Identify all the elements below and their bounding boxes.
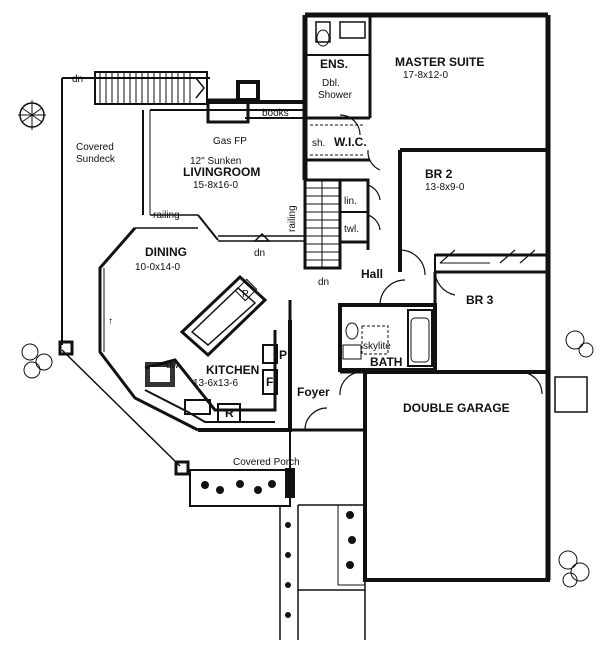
room-labels: MASTER SUITE 17-8x12-0 ENS. Dbl. Shower … [72, 55, 510, 468]
living-sunken-label: 12" Sunken [190, 156, 241, 167]
bath-label: BATH [370, 355, 402, 369]
br2-label: BR 2 [425, 167, 453, 181]
wic-label: W.I.C. [334, 135, 367, 149]
dining-label: DINING [145, 245, 187, 259]
kitchen-counters [144, 330, 278, 423]
master-suite-size: 17-8x12-0 [403, 70, 448, 81]
skylite-label: skylite [363, 341, 391, 352]
kitchen-label: KITCHEN [206, 363, 259, 377]
shrubs-right-icon [565, 330, 594, 358]
landscaping [18, 100, 594, 618]
stair-railing-label: railing [287, 205, 298, 232]
pantry-label: P [279, 348, 287, 362]
porch-plants-icon [201, 480, 356, 618]
ensuite-label: ENS. [320, 57, 348, 71]
dining-size: 10-0x14-0 [135, 262, 180, 273]
hall-label: Hall [361, 267, 383, 281]
dishwasher-label: dw [166, 360, 180, 371]
gas-fp-label: Gas FP [213, 136, 247, 147]
books-label: books [262, 108, 289, 119]
linen-label: lin. [344, 196, 357, 207]
fridge-label: F [266, 375, 273, 389]
br2-size: 13-8x9-0 [425, 182, 465, 193]
dbl-shower-line2: Shower [318, 90, 353, 101]
deck-stairs-dn: dn [72, 74, 83, 85]
living-room-size: 15-8x16-0 [193, 180, 238, 191]
shower-label: sh. [312, 138, 325, 149]
shrubs-left-icon [21, 343, 53, 379]
shrubs-bottom-right-icon [558, 550, 590, 588]
garage-label: DOUBLE GARAGE [403, 401, 510, 415]
railing-label: railing [153, 210, 180, 221]
towel-label: twl. [344, 224, 359, 235]
covered-porch-label: Covered Porch [233, 457, 300, 468]
sundeck-line2: Sundeck [76, 154, 116, 165]
dbl-shower-line1: Dbl. [322, 78, 340, 89]
living-room-label: LIVINGROOM [183, 165, 260, 179]
tree-top-left-icon [18, 100, 46, 130]
deck-stairs [94, 71, 208, 105]
range-label: R [225, 406, 234, 420]
exterior-walls [58, 12, 588, 640]
foyer-label: Foyer [297, 385, 330, 399]
stairs-dn-label: dn [318, 277, 329, 288]
sundeck-line1: Covered [76, 142, 114, 153]
living-dn-label: dn [254, 248, 265, 259]
br3-label: BR 3 [466, 293, 494, 307]
island-pantry-label: P [242, 289, 249, 300]
master-suite-label: MASTER SUITE [395, 55, 484, 69]
kitchen-island [179, 274, 268, 358]
door-swings [304, 114, 543, 431]
up-arrow-icon: ↑ [108, 316, 113, 327]
central-stairs [303, 178, 342, 270]
kitchen-size: 13-6x13-6 [193, 378, 238, 389]
